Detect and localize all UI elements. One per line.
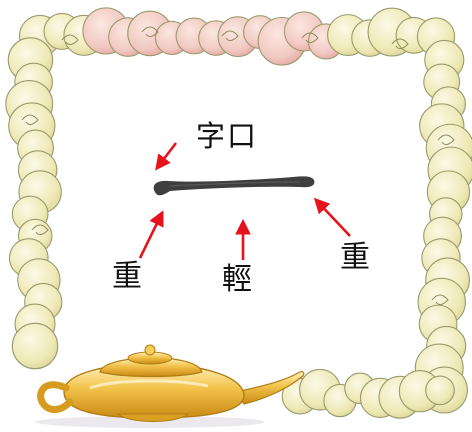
title-label: 字口 xyxy=(196,122,258,151)
arrow-icon xyxy=(140,213,162,258)
brush-stroke-yi xyxy=(154,176,315,195)
cloud-puff xyxy=(12,323,57,368)
cloud-frame-icon xyxy=(6,8,472,418)
heavy-left-label: 重 xyxy=(112,262,142,292)
cloud-puff xyxy=(426,376,455,405)
magic-lamp-icon xyxy=(35,345,304,428)
arrow-icon xyxy=(157,143,176,168)
light-middle-label: 輕 xyxy=(222,265,252,295)
heavy-right-label: 重 xyxy=(340,243,370,273)
arrow-icon xyxy=(316,200,350,236)
